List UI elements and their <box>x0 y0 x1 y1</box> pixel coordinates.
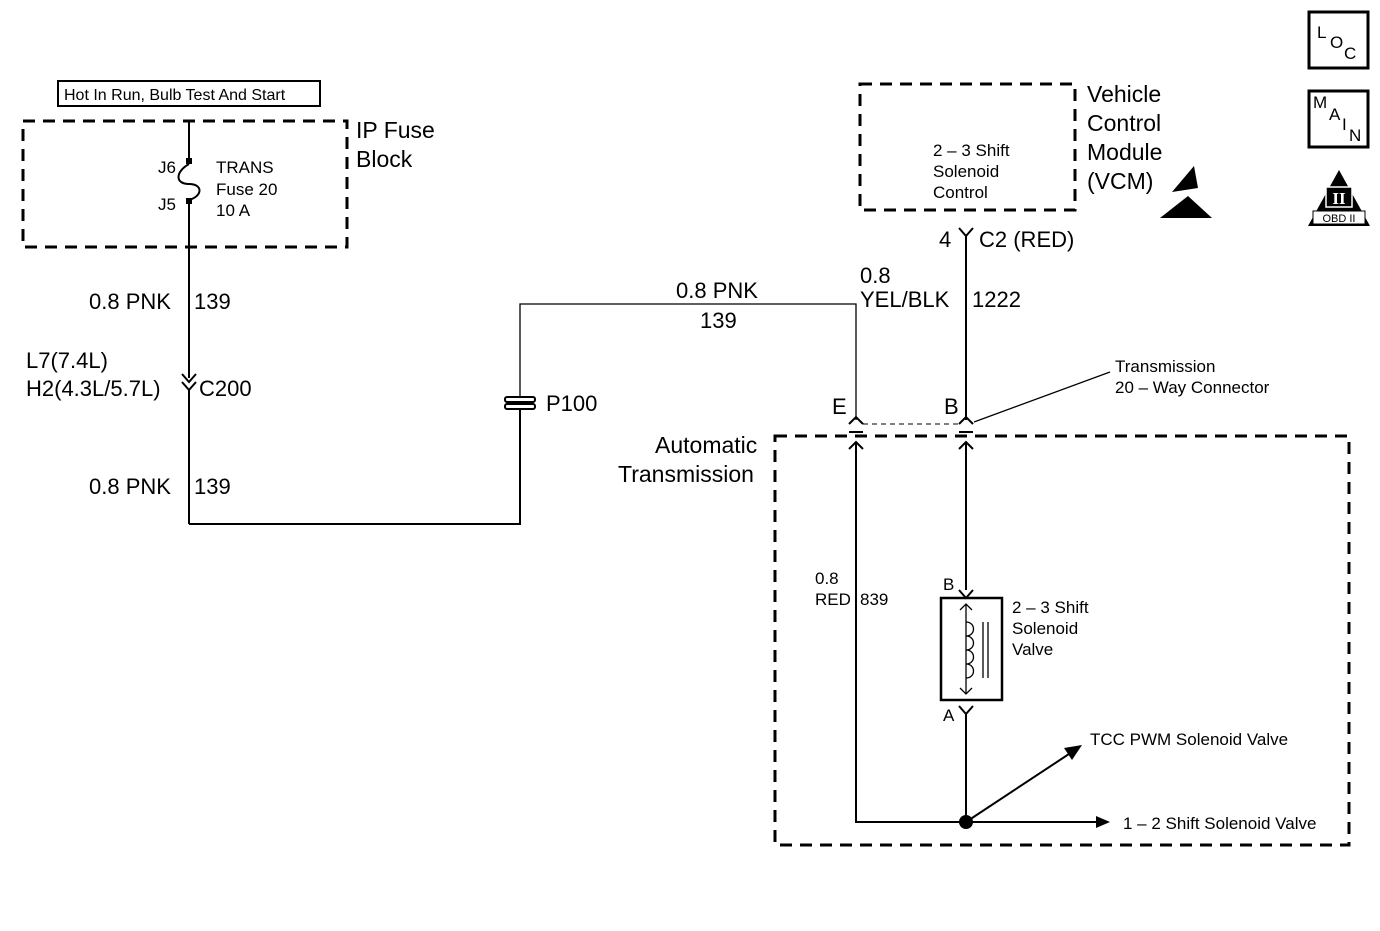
svg-text:Control: Control <box>933 183 988 202</box>
svg-text:139: 139 <box>700 308 737 333</box>
vcm-module: 2 – 3 Shift Solenoid Control Vehicle Con… <box>858 81 1162 212</box>
svg-text:L: L <box>1317 23 1326 42</box>
svg-text:Solenoid: Solenoid <box>933 162 999 181</box>
svg-text:YEL/BLK: YEL/BLK <box>860 287 950 312</box>
svg-text:139: 139 <box>194 289 231 314</box>
svg-text:TRANS: TRANS <box>216 158 274 177</box>
svg-text:C: C <box>1344 44 1356 63</box>
svg-text:A: A <box>1329 105 1341 124</box>
automatic-transmission: Automatic Transmission <box>618 432 1351 847</box>
wire-139-to-pin-e <box>519 303 857 420</box>
svg-text:20 – Way Connector: 20 – Way Connector <box>1115 378 1270 397</box>
p100-splice: P100 <box>504 391 597 416</box>
svg-text:H2(4.3L/5.7L): H2(4.3L/5.7L) <box>26 376 161 401</box>
svg-text:RED: RED <box>815 590 851 609</box>
svg-text:Valve: Valve <box>1012 640 1053 659</box>
svg-text:Hot In Run, Bulb Test And Star: Hot In Run, Bulb Test And Start <box>64 87 286 104</box>
fuse-20: J6 J5 TRANS Fuse 20 10 A <box>158 121 277 378</box>
svg-text:N: N <box>1349 126 1361 145</box>
svg-text:L7(7.4L): L7(7.4L) <box>26 348 108 373</box>
svg-text:0.8 PNK: 0.8 PNK <box>89 289 171 314</box>
svg-text:Solenoid: Solenoid <box>1012 619 1078 638</box>
wire-label-pnk-139-top: 0.8 PNK 139 <box>676 278 758 333</box>
transmission-20-way-connector: E B Transmission 20 – Way Connector <box>832 357 1270 433</box>
svg-text:0.8 PNK: 0.8 PNK <box>676 278 758 303</box>
svg-text:C2 (RED): C2 (RED) <box>979 227 1074 252</box>
obd-ii-icon[interactable]: II OBD II <box>1308 170 1370 226</box>
ip-fuse-block: IP Fuse Block <box>21 117 435 249</box>
tcc-pwm-label: TCC PWM Solenoid Valve <box>1090 730 1288 749</box>
svg-text:1222: 1222 <box>972 287 1021 312</box>
shift-1-2-label: 1 – 2 Shift Solenoid Valve <box>1123 814 1316 833</box>
junction-node <box>959 745 1110 829</box>
svg-text:Fuse 20: Fuse 20 <box>216 180 277 199</box>
wire-839: 0.8 RED 839 <box>815 440 966 823</box>
wire-label-yel-blk-1222: 0.8 YEL/BLK 1222 <box>860 263 1021 312</box>
svg-text:B: B <box>944 394 959 419</box>
svg-text:IP Fuse: IP Fuse <box>356 117 435 143</box>
esd-sensitive-icon <box>1160 166 1212 218</box>
svg-text:10 A: 10 A <box>216 201 251 220</box>
svg-text:0.8: 0.8 <box>815 569 839 588</box>
power-source-label: Hot In Run, Bulb Test And Start <box>57 80 321 107</box>
svg-text:OBD II: OBD II <box>1322 213 1355 225</box>
svg-text:P100: P100 <box>546 391 597 416</box>
svg-text:II: II <box>1332 189 1346 208</box>
svg-text:M: M <box>1313 93 1327 112</box>
wire-139-to-splice <box>189 410 521 525</box>
solenoid-pin-a: A <box>943 705 974 822</box>
svg-text:Module: Module <box>1087 139 1162 165</box>
svg-text:2 – 3 Shift: 2 – 3 Shift <box>1012 598 1089 617</box>
svg-text:(VCM): (VCM) <box>1087 168 1153 194</box>
main-icon[interactable]: M A I N <box>1307 89 1370 149</box>
c2-connector: 4 C2 (RED) <box>939 227 1074 420</box>
svg-text:4: 4 <box>939 227 951 252</box>
svg-text:J5: J5 <box>158 195 176 214</box>
wire-label-pnk-139-lower: 0.8 PNK 139 <box>89 474 231 499</box>
svg-text:0.8: 0.8 <box>860 263 891 288</box>
svg-text:Transmission: Transmission <box>1115 357 1215 376</box>
svg-text:Automatic: Automatic <box>655 432 757 458</box>
svg-text:C200: C200 <box>199 376 252 401</box>
loc-icon[interactable]: L O C <box>1307 10 1370 70</box>
svg-text:I: I <box>1342 115 1347 134</box>
svg-text:2 – 3 Shift: 2 – 3 Shift <box>933 141 1010 160</box>
svg-text:139: 139 <box>194 474 231 499</box>
svg-text:B: B <box>943 575 954 594</box>
svg-text:O: O <box>1330 33 1343 52</box>
wire-to-solenoid: B <box>943 440 974 600</box>
svg-text:839: 839 <box>860 590 888 609</box>
svg-text:E: E <box>832 394 847 419</box>
svg-text:Vehicle: Vehicle <box>1087 81 1161 107</box>
wire-label-pnk-139-upper: 0.8 PNK 139 <box>89 289 231 314</box>
solenoid-valve-2-3: 2 – 3 Shift Solenoid Valve <box>939 596 1089 702</box>
svg-text:J6: J6 <box>158 158 176 177</box>
svg-text:Control: Control <box>1087 110 1161 136</box>
svg-text:0.8 PNK: 0.8 PNK <box>89 474 171 499</box>
svg-text:A: A <box>943 706 955 725</box>
svg-text:Transmission: Transmission <box>618 461 754 487</box>
c200-connector: L7(7.4L) H2(4.3L/5.7L) C200 <box>26 348 252 524</box>
svg-text:Block: Block <box>356 146 413 172</box>
